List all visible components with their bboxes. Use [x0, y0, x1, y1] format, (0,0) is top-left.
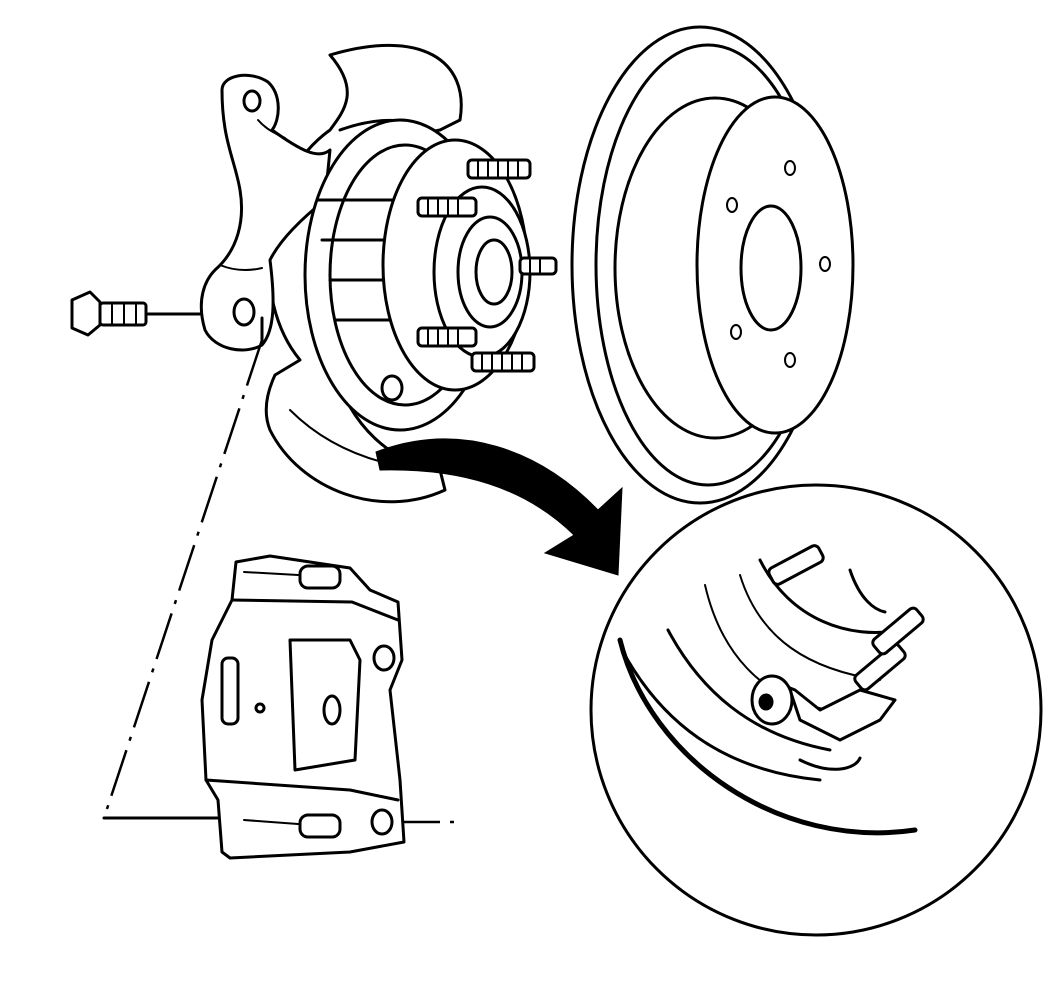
wheel-stud-right: [518, 256, 558, 276]
steering-knuckle: [199, 73, 332, 352]
wheel-stud-lower: [470, 351, 536, 373]
wheel-stud-left-lower: [416, 326, 478, 348]
wheel-stud-upper: [466, 158, 532, 180]
caliper-mounting-bolt: [70, 290, 202, 337]
brake-caliper: [200, 554, 406, 860]
wheel-stud-left-upper: [416, 196, 478, 218]
brake-rotor: [570, 25, 855, 505]
detail-magnifier: [589, 483, 1043, 937]
direction-arrow: [375, 438, 623, 576]
